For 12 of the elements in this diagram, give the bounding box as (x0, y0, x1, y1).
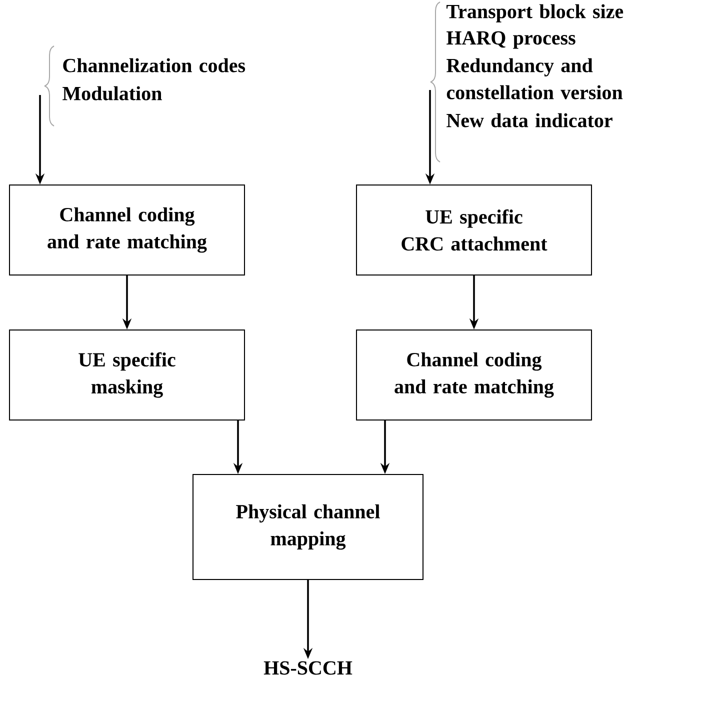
output-label: HS-SCCH (264, 661, 352, 675)
parameter-text: HARQ process (446, 31, 576, 49)
parameter-text: Channelization codes (63, 58, 246, 72)
parameter-text: New data indicator (446, 113, 612, 128)
process-box: Physical channel mapping (192, 474, 424, 580)
parameter-text: Redundancy and constellation version (446, 58, 623, 100)
parameter-text: Modulation (62, 86, 162, 100)
parameter-text: Transport block size (446, 4, 624, 22)
process-box: UE specific CRC attachment (356, 184, 592, 276)
process-box: Channel coding and rate matching (9, 184, 245, 276)
process-box: UE specific masking (9, 330, 245, 420)
process-box: Channel coding and rate matching (356, 330, 592, 420)
